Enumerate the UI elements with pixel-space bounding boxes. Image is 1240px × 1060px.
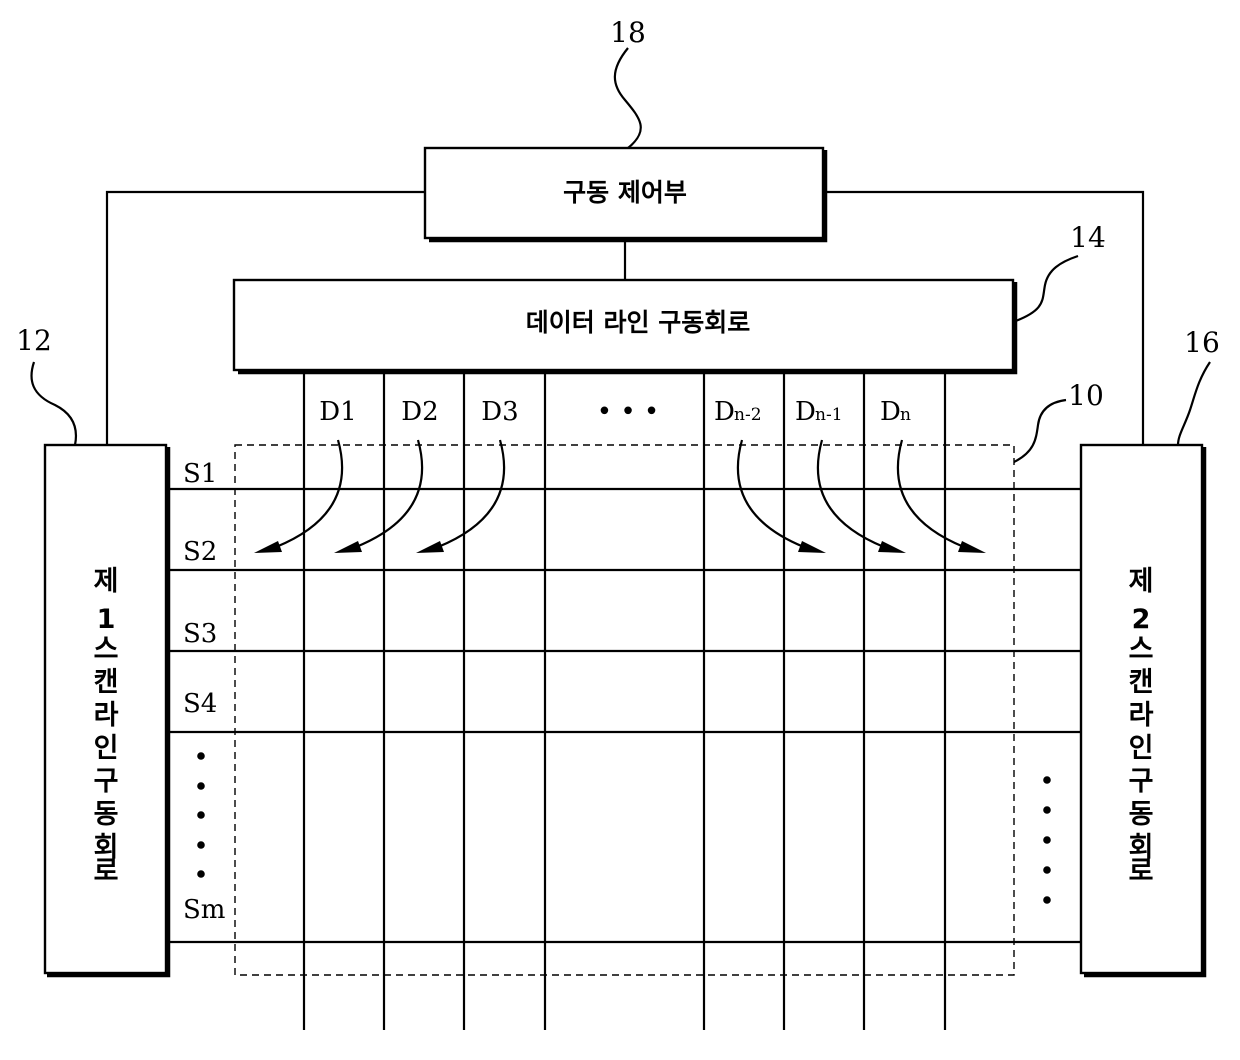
- label-d3: D3: [481, 397, 518, 427]
- svg-text:D: D: [714, 397, 735, 427]
- svg-text:n: n: [900, 405, 911, 425]
- svg-text:구: 구: [94, 766, 119, 797]
- arrow-d1: [276, 440, 342, 547]
- leader-14: [1013, 256, 1078, 322]
- svg-text:인: 인: [94, 733, 119, 764]
- svg-text:n-1: n-1: [815, 405, 843, 425]
- arrow-d3: [438, 440, 504, 547]
- data-flow-arrows: [254, 440, 986, 553]
- svg-text:스: 스: [94, 634, 119, 665]
- leader-12: [32, 362, 76, 445]
- label-s3: S3: [183, 619, 217, 649]
- ref-panel: 10: [1068, 379, 1104, 412]
- arrow-d2: [356, 440, 422, 547]
- control-block-label: 구동 제어부: [563, 178, 687, 207]
- svg-text:2: 2: [1132, 604, 1151, 635]
- scan-ellipsis-right: [1043, 776, 1051, 904]
- arrow-dn: [898, 440, 964, 547]
- data-driver-label: 데이터 라인 구동회로: [526, 308, 750, 337]
- label-data-ellipsis: • • •: [597, 397, 660, 427]
- ref-scan1: 12: [16, 324, 52, 357]
- label-d2: D2: [401, 397, 438, 427]
- data-lines: [304, 372, 945, 1030]
- label-s2: S2: [183, 537, 217, 567]
- svg-text:라: 라: [1129, 700, 1154, 731]
- svg-text:로: 로: [94, 856, 119, 887]
- label-dn-1: D n-1: [795, 397, 843, 427]
- svg-text:동: 동: [94, 799, 119, 830]
- svg-text:1: 1: [97, 604, 116, 635]
- svg-text:D: D: [795, 397, 816, 427]
- svg-text:동: 동: [1129, 799, 1154, 830]
- svg-text:캔: 캔: [1129, 667, 1154, 698]
- control-block: 구동 제어부: [425, 148, 825, 240]
- svg-text:캔: 캔: [94, 667, 119, 698]
- scan2-driver-block: 제 2 스 캔 라 인 구 동 회 로: [1081, 445, 1204, 975]
- svg-text:인: 인: [1129, 733, 1154, 764]
- svg-text:스: 스: [1129, 634, 1154, 665]
- label-sm: Sm: [183, 895, 225, 925]
- label-dn: D n: [880, 397, 911, 427]
- svg-text:구: 구: [1129, 766, 1154, 797]
- ref-scan2: 16: [1184, 326, 1220, 359]
- ref-data-driver: 14: [1070, 221, 1106, 254]
- ref-control: 18: [610, 16, 646, 49]
- svg-text:라: 라: [94, 700, 119, 731]
- label-s4: S4: [183, 689, 217, 719]
- svg-text:D: D: [880, 397, 901, 427]
- svg-text:제: 제: [1129, 566, 1154, 597]
- leader-16: [1178, 362, 1210, 445]
- svg-text:n-2: n-2: [734, 405, 762, 425]
- scan1-driver-label: 제 1 스 캔 라 인 구 동 회 로: [94, 566, 119, 887]
- scan-ellipsis-left: [197, 752, 205, 878]
- svg-text:로: 로: [1129, 856, 1154, 887]
- leader-10: [1014, 400, 1066, 462]
- panel-boundary: [235, 445, 1014, 975]
- arrow-dn2: [738, 440, 804, 547]
- leader-18: [615, 48, 641, 148]
- arrow-dn1: [818, 440, 884, 547]
- label-s1: S1: [183, 459, 217, 489]
- scan1-driver-block: 제 1 스 캔 라 인 구 동 회 로: [45, 445, 168, 975]
- label-d1: D1: [319, 397, 356, 427]
- label-dn-2: D n-2: [714, 397, 762, 427]
- svg-text:제: 제: [94, 566, 119, 597]
- scan2-driver-label: 제 2 스 캔 라 인 구 동 회 로: [1129, 566, 1154, 887]
- data-driver-block: 데이터 라인 구동회로: [234, 280, 1015, 372]
